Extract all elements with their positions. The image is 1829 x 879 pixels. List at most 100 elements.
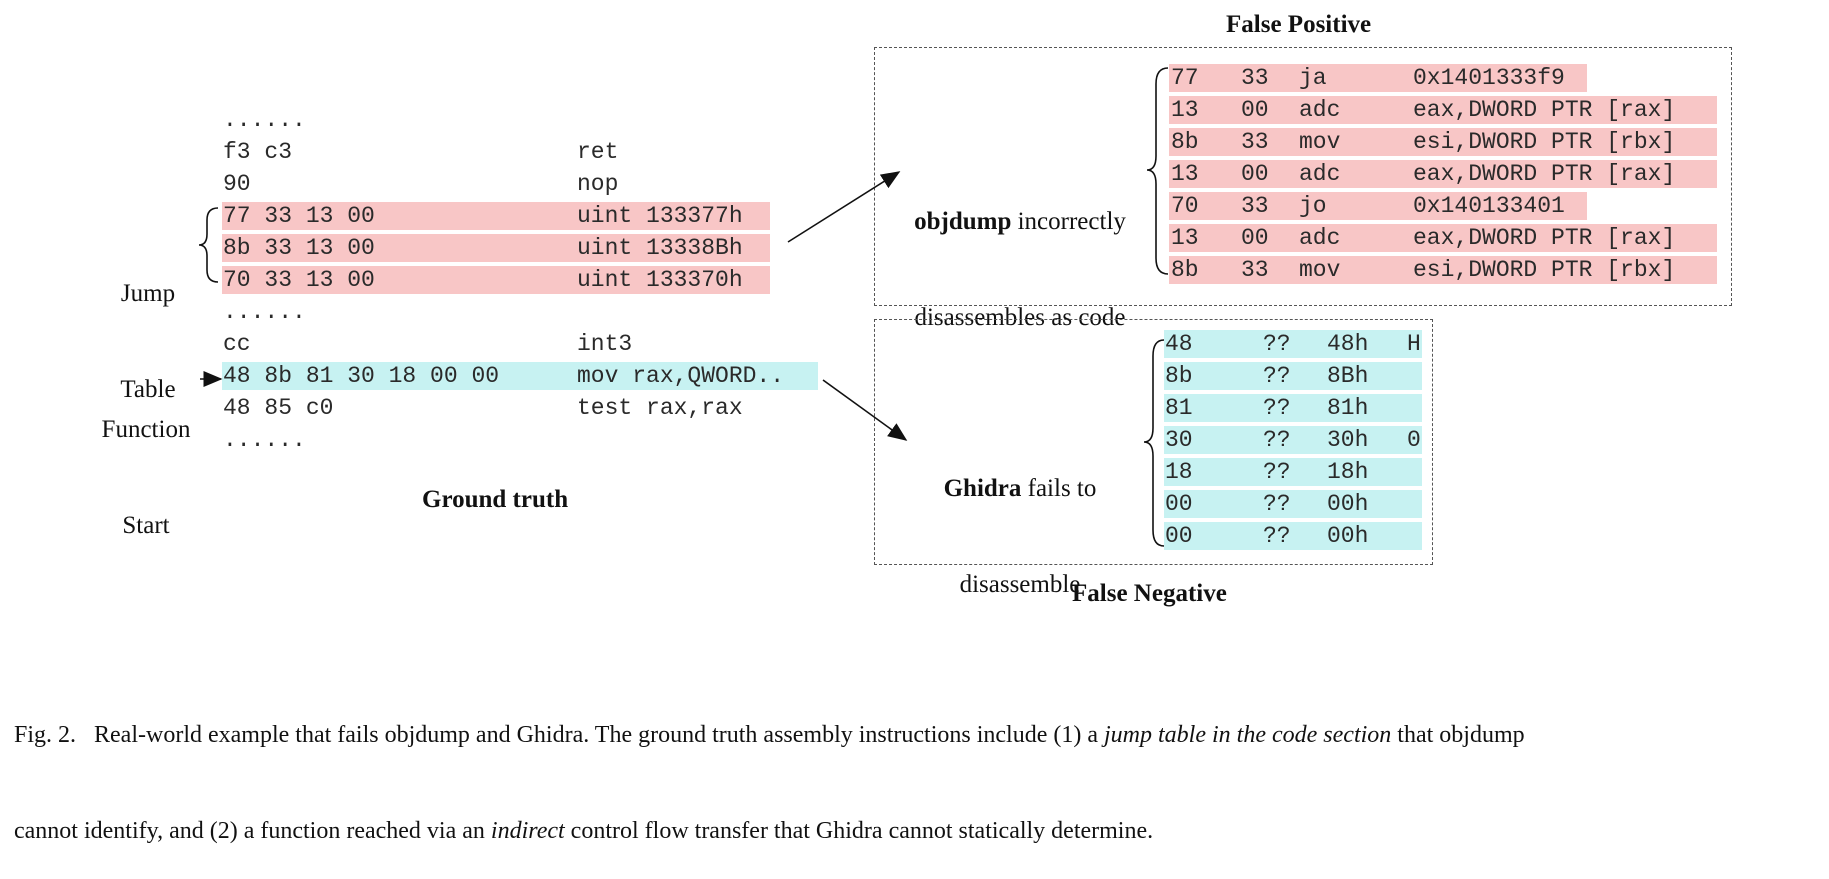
ghidra-h: 30h [1327, 427, 1369, 453]
ghidra-c: H [1407, 331, 1421, 357]
ghidra-row: 48?? 48h H [1164, 330, 1422, 358]
byte-sequence: ...... [223, 107, 306, 133]
objdump-b1: 8b [1171, 257, 1199, 283]
ghidra-q: ?? [1263, 331, 1291, 357]
caption-line-1: Fig. 2. Real-world example that fails ob… [14, 722, 1525, 748]
objdump-b2: 33 [1241, 65, 1269, 91]
figure-caption: Fig. 2. Real-world example that fails ob… [14, 655, 1525, 879]
listing-row: ...... [222, 426, 770, 454]
ghidra-q: ?? [1263, 395, 1291, 421]
objdump-arg: 0x1401333f9 [1413, 65, 1565, 91]
byte-sequence: ...... [223, 299, 306, 325]
caption-line-2: cannot identify, and (2) a function reac… [14, 818, 1154, 844]
listing-row: f3 c3 ret [222, 138, 770, 166]
false-positive-title: False Positive [1226, 11, 1372, 38]
ghidra-b: 8b [1165, 363, 1193, 389]
byte-sequence: 48 85 c0 [223, 395, 334, 421]
instruction-text: int3 [577, 331, 633, 357]
objdump-row: 8b 33 mov esi,DWORD PTR [rbx] [1169, 128, 1717, 156]
objdump-op: adc [1299, 97, 1341, 123]
objdump-op: adc [1299, 225, 1341, 251]
listing-row: 48 85 c0 test rax,rax [222, 394, 770, 422]
ghidra-name: Ghidra [943, 475, 1022, 502]
objdump-op: mov [1299, 129, 1341, 155]
ghidra-b: 48 [1165, 331, 1193, 357]
byte-sequence: 90 [223, 171, 251, 197]
ground-truth-title: Ground truth [422, 486, 569, 513]
objdump-arg: eax,DWORD PTR [rax] [1413, 225, 1676, 251]
function-to-ghidra-arrow [822, 379, 908, 441]
objdump-row: 77 33 ja 0x1401333f9 [1169, 64, 1587, 92]
ghidra-h: 48h [1327, 331, 1369, 357]
ghidra-b: 18 [1165, 459, 1193, 485]
instruction-text: uint 133377h [577, 203, 743, 229]
objdump-b1: 13 [1171, 161, 1199, 187]
objdump-arg: 0x140133401 [1413, 193, 1565, 219]
ghidra-q: ?? [1263, 459, 1291, 485]
function-start-label: Function Start [101, 416, 191, 539]
listing-row: 70 33 13 00 uint 133370h [222, 266, 770, 294]
objdump-b2: 33 [1241, 257, 1269, 283]
false-positive-box [874, 47, 1732, 306]
objdump-b1: 8b [1171, 129, 1199, 155]
byte-sequence: 77 33 13 00 [223, 203, 375, 229]
objdump-b2: 00 [1241, 97, 1269, 123]
objdump-op: jo [1299, 193, 1327, 219]
objdump-b2: 00 [1241, 225, 1269, 251]
ghidra-label: Ghidra fails to disassemble [943, 475, 1097, 598]
objdump-b2: 00 [1241, 161, 1269, 187]
ghidra-h: 8Bh [1327, 363, 1369, 389]
ghidra-h: 00h [1327, 491, 1369, 517]
jump-table-label: Jump Table [120, 280, 176, 403]
objdump-b1: 13 [1171, 225, 1199, 251]
objdump-arg: eax,DWORD PTR [rax] [1413, 161, 1676, 187]
objdump-b1: 70 [1171, 193, 1199, 219]
ghidra-row: 18?? 18h [1164, 458, 1422, 486]
ghidra-b: 30 [1165, 427, 1193, 453]
objdump-arg: esi,DWORD PTR [rbx] [1413, 257, 1676, 283]
ghidra-h: 81h [1327, 395, 1369, 421]
ghidra-q: ?? [1263, 427, 1291, 453]
ghidra-c: 0 [1407, 427, 1421, 453]
objdump-b2: 33 [1241, 129, 1269, 155]
false-negative-title: False Negative [1072, 580, 1227, 607]
instruction-text: ret [577, 139, 619, 165]
ghidra-b: 00 [1165, 491, 1193, 517]
objdump-label: objdump incorrectly disassembles as code [914, 208, 1126, 331]
jump-table-to-objdump-arrow [787, 171, 901, 243]
diagram-connectors [198, 67, 1169, 547]
listing-row: 90 nop [222, 170, 770, 198]
listing-row: ...... [222, 298, 770, 326]
objdump-op: adc [1299, 161, 1341, 187]
instruction-text: uint 133370h [577, 267, 743, 293]
ghidra-row: 81?? 81h [1164, 394, 1422, 422]
ghidra-q: ?? [1263, 363, 1291, 389]
instruction-text: test rax,rax [577, 395, 743, 421]
objdump-row: 13 00 adc eax,DWORD PTR [rax] [1169, 160, 1717, 188]
objdump-op: ja [1299, 65, 1327, 91]
ghidra-row: 30?? 30h 0 [1164, 426, 1422, 454]
ghidra-row: 8b?? 8Bh [1164, 362, 1422, 390]
byte-sequence: f3 c3 [223, 139, 293, 165]
jump-table-brace [198, 207, 219, 283]
ghidra-q: ?? [1263, 523, 1291, 549]
ghidra-h: 00h [1327, 523, 1369, 549]
ghidra-h: 18h [1327, 459, 1369, 485]
objdump-arg: esi,DWORD PTR [rbx] [1413, 129, 1676, 155]
byte-sequence: 8b 33 13 00 [223, 235, 375, 261]
byte-sequence: 70 33 13 00 [223, 267, 375, 293]
objdump-b1: 77 [1171, 65, 1199, 91]
instruction-text: nop [577, 171, 619, 197]
listing-row: 77 33 13 00 uint 133377h [222, 202, 770, 230]
ghidra-q: ?? [1263, 491, 1291, 517]
listing-row: ...... [222, 106, 770, 134]
ghidra-row: 00??00h [1164, 522, 1422, 550]
instruction-text: mov rax,QWORD.. [577, 363, 785, 389]
ghidra-b: 81 [1165, 395, 1193, 421]
ghidra-brace [1143, 339, 1165, 547]
ghidra-row: 00?? 00h [1164, 490, 1422, 518]
